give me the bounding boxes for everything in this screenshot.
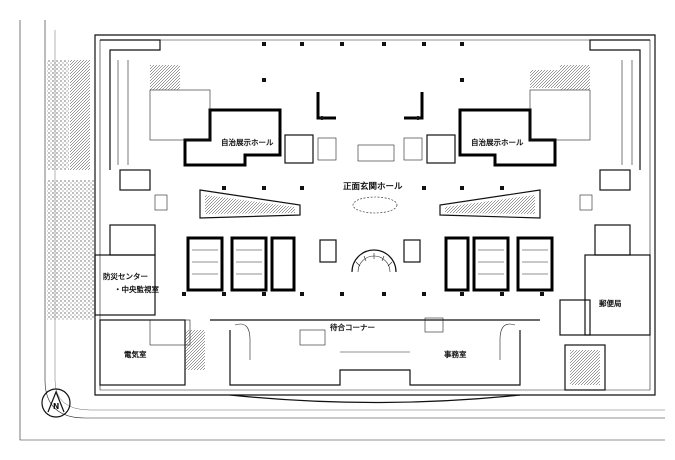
office-label: 事務室 — [444, 349, 467, 359]
disaster-center-label: 防災センター — [103, 271, 148, 281]
post-office-label: 郵便局 — [599, 298, 622, 308]
core-left — [186, 236, 337, 292]
waiting-corner-label: 待合コーナー — [329, 322, 375, 332]
column-grid — [182, 42, 544, 296]
central-stair — [351, 249, 397, 273]
bottom-area — [210, 317, 540, 404]
main-entrance-hall — [199, 144, 541, 219]
site-boundary — [19, 20, 665, 441]
right-exhibition-hall-label: 自治展示ホール — [471, 137, 524, 147]
left-rooms — [94, 169, 205, 386]
right-exhibition-hall — [403, 65, 591, 167]
core-right — [403, 236, 554, 292]
main-entrance-hall-label: 正面玄関ホール — [343, 181, 403, 192]
north-arrow-icon: N — [41, 388, 71, 418]
north-arrow-label: N — [53, 402, 59, 411]
left-exhibition-hall — [149, 65, 337, 167]
planting-area — [47, 60, 95, 320]
electrical-room-label: 電気室 — [124, 349, 147, 359]
left-exhibition-hall-label: 自治展示ホール — [221, 137, 274, 147]
right-rooms — [559, 169, 651, 391]
central-monitoring-label: ・中央監視室 — [114, 284, 159, 294]
